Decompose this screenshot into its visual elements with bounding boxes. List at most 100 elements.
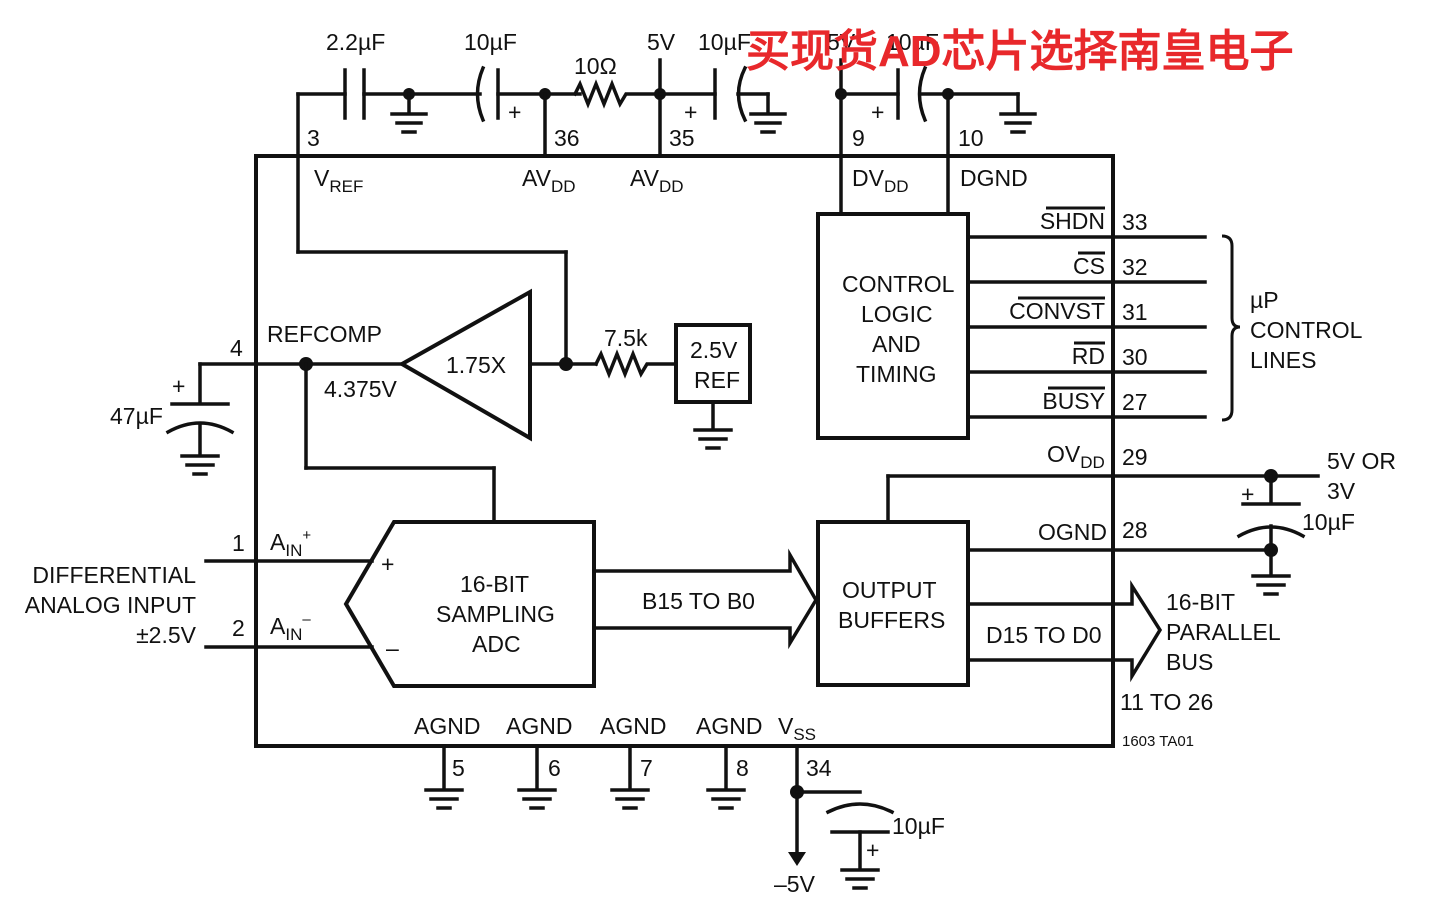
control-line-shdn: SHDN bbox=[1040, 208, 1105, 234]
cap-avdd-bulk-label: 10µF bbox=[464, 29, 517, 55]
pin-refcomp-name: REFCOMP bbox=[267, 321, 382, 347]
pin-ain-pos-number: 1 bbox=[232, 530, 245, 556]
output-buffers-block bbox=[816, 520, 970, 687]
pin-agnd5-number: 5 bbox=[452, 755, 465, 781]
control-line-rd: RD bbox=[1072, 343, 1105, 369]
polarity-avdd-bulk: + bbox=[508, 99, 521, 125]
pin-avdd36-number: 36 bbox=[554, 125, 580, 151]
polarity-dvdd: + bbox=[871, 99, 884, 125]
control-line-cs: CS bbox=[1073, 253, 1105, 279]
parallel-bus-line1: 16-BIT bbox=[1166, 589, 1235, 615]
pin-agnd8-number: 8 bbox=[736, 755, 749, 781]
reference-network bbox=[165, 288, 752, 524]
pin-dgnd-name: DGND bbox=[960, 165, 1028, 191]
pin-dvdd-number: 9 bbox=[852, 125, 865, 151]
supply-ovdd-line2: 3V bbox=[1327, 478, 1356, 504]
pin-agnd5-name: AGND bbox=[414, 713, 480, 739]
pin-vss-number: 34 bbox=[806, 755, 832, 781]
up-control-line3: LINES bbox=[1250, 347, 1316, 373]
diff-input-line1: DIFFERENTIAL bbox=[32, 562, 196, 588]
polarity-vss: + bbox=[866, 837, 879, 863]
pin-avdd35-name: AVDD bbox=[630, 165, 684, 196]
pin-ognd-name: OGND bbox=[1038, 519, 1107, 545]
output-buffers-line2: BUFFERS bbox=[838, 607, 945, 633]
adc-block bbox=[343, 520, 596, 688]
diff-input-line2: ANALOG INPUT bbox=[25, 592, 196, 618]
external-bus-label: D15 TO D0 bbox=[986, 622, 1101, 648]
pin-refcomp-number: 4 bbox=[230, 335, 243, 361]
output-buffers-line1: OUTPUT bbox=[842, 577, 937, 603]
adc-line2: SAMPLING bbox=[436, 601, 555, 627]
pin-ain-neg-name: AIN– bbox=[270, 611, 311, 644]
pin-avdd35-number: 35 bbox=[669, 125, 695, 151]
control-line-busy-pin: 27 bbox=[1122, 389, 1148, 415]
figure-id: 1603 TA01 bbox=[1122, 733, 1194, 750]
cap-vss-label: 10µF bbox=[892, 813, 945, 839]
up-control-line2: CONTROL bbox=[1250, 317, 1363, 343]
cap-refcomp-label: 47µF bbox=[110, 403, 163, 429]
pin-data-number: 11 TO 26 bbox=[1120, 689, 1213, 715]
adc-line1: 16-BIT bbox=[460, 571, 529, 597]
pin-avdd36-name: AVDD bbox=[522, 165, 576, 196]
cap-vref-label: 2.2µF bbox=[326, 29, 385, 55]
pin-ovdd-number: 29 bbox=[1122, 444, 1148, 470]
pin-ognd-number: 28 bbox=[1122, 517, 1148, 543]
pin-vref-number: 3 bbox=[307, 125, 320, 151]
pin-dgnd-number: 10 bbox=[958, 125, 984, 151]
control-line-cs-pin: 32 bbox=[1122, 254, 1148, 280]
up-control-line1: µP bbox=[1250, 287, 1279, 313]
pin-vss-name: VSS bbox=[778, 713, 816, 744]
adc-plus-label: + bbox=[381, 551, 394, 577]
cap-avdd35-label: 10µF bbox=[698, 29, 751, 55]
cap-dvdd-label: 10µF bbox=[886, 29, 939, 55]
supply-vss-label: –5V bbox=[774, 871, 816, 897]
control-logic-block bbox=[816, 212, 970, 440]
parallel-bus-line3: BUS bbox=[1166, 649, 1213, 675]
pin-agnd7-number: 7 bbox=[640, 755, 653, 781]
pin-agnd6-name: AGND bbox=[506, 713, 572, 739]
control-logic-line1: CONTROL bbox=[842, 271, 955, 297]
pin-ain-neg-number: 2 bbox=[232, 615, 245, 641]
refcomp-voltage: 4.375V bbox=[324, 376, 398, 402]
supply-dvdd-label: 5V bbox=[827, 29, 856, 55]
adc-minus-label: – bbox=[386, 635, 399, 661]
diff-input-line3: ±2.5V bbox=[136, 622, 197, 648]
pin-agnd7-name: AGND bbox=[600, 713, 666, 739]
pin-dvdd-name: DVDD bbox=[852, 165, 909, 196]
ref-block-line1: 2.5V bbox=[690, 337, 738, 363]
top-supply-network bbox=[296, 58, 1037, 366]
parallel-bus-line2: PARALLEL bbox=[1166, 619, 1281, 645]
control-line-shdn-pin: 33 bbox=[1122, 209, 1148, 235]
control-line-rd-pin: 30 bbox=[1122, 344, 1148, 370]
adc-line3: ADC bbox=[472, 631, 521, 657]
external-bus-arrow bbox=[966, 579, 1163, 683]
pin-ain-pos-name: AIN+ bbox=[270, 527, 311, 560]
control-lines bbox=[966, 234, 1241, 422]
control-logic-line4: TIMING bbox=[856, 361, 937, 387]
watermark-text: 买现货AD芯片选择南皇电子 bbox=[746, 27, 1294, 76]
control-line-convst: CONVST bbox=[1009, 298, 1105, 324]
pin-agnd6-number: 6 bbox=[548, 755, 561, 781]
pin-ovdd-name: OVDD bbox=[1047, 441, 1105, 472]
pin-vref-name: VREF bbox=[314, 165, 363, 196]
ref-block bbox=[674, 323, 752, 404]
control-logic-line3: AND bbox=[872, 331, 921, 357]
supply-avdd-label: 5V bbox=[647, 29, 676, 55]
pin-agnd8-name: AGND bbox=[696, 713, 762, 739]
polarity-ovdd: + bbox=[1241, 481, 1254, 507]
resistor-ref-label: 7.5k bbox=[604, 325, 648, 351]
polarity-avdd35: + bbox=[684, 99, 697, 125]
resistor-avdd-label: 10Ω bbox=[574, 53, 617, 79]
control-line-busy: BUSY bbox=[1042, 388, 1105, 414]
control-line-convst-pin: 31 bbox=[1122, 299, 1148, 325]
supply-ovdd-line1: 5V OR bbox=[1327, 448, 1396, 474]
control-logic-line2: LOGIC bbox=[861, 301, 933, 327]
bottom-grounds bbox=[424, 744, 895, 890]
polarity-refcomp: + bbox=[172, 373, 185, 399]
ref-block-line2: REF bbox=[694, 367, 740, 393]
ovdd-network bbox=[886, 469, 1320, 596]
amplifier-gain-label: 1.75X bbox=[446, 352, 506, 378]
cap-ovdd-label: 10µF bbox=[1302, 509, 1355, 535]
internal-bus-label: B15 TO B0 bbox=[642, 588, 755, 614]
